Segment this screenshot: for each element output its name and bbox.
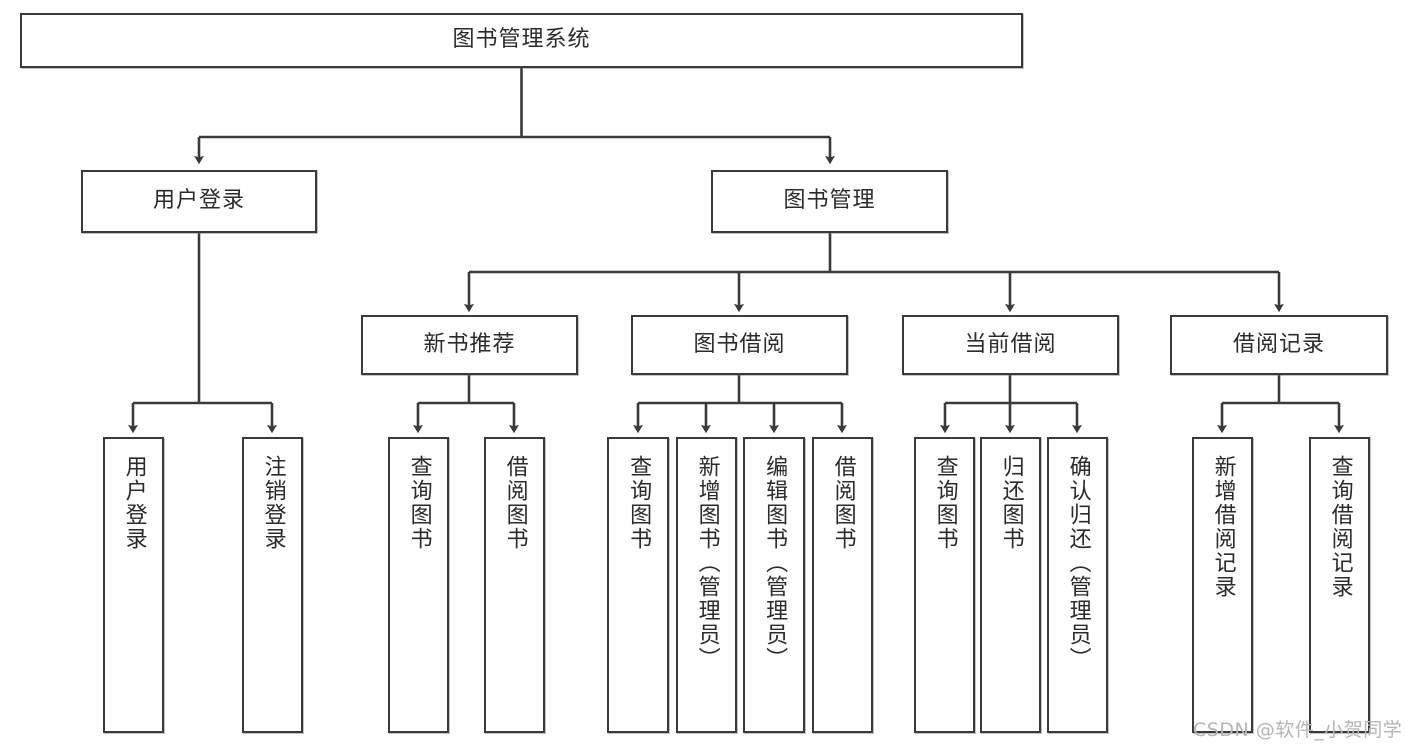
node-leaf-user-login[interactable]: 用户登录 [103, 437, 164, 733]
node-current-borrow[interactable]: 当前借阅 [902, 315, 1119, 375]
node-leaf-confirm-return-label: 确认归还（管理员） [1065, 455, 1091, 671]
node-leaf-logout-label: 注销登录 [260, 455, 286, 551]
node-leaf-borrow-book-1[interactable]: 借阅图书 [484, 437, 545, 733]
node-leaf-edit-book-label: 编辑图书（管理员） [762, 455, 788, 671]
node-root[interactable]: 图书管理系统 [20, 13, 1023, 68]
node-borrow-record[interactable]: 借阅记录 [1170, 315, 1388, 375]
node-leaf-query-book-1[interactable]: 查询图书 [388, 437, 449, 733]
node-leaf-query-book-2[interactable]: 查询图书 [607, 437, 669, 733]
node-leaf-query-book-2-label: 查询图书 [626, 455, 652, 551]
node-user-login-label: 用户登录 [152, 188, 245, 214]
node-leaf-edit-book[interactable]: 编辑图书（管理员） [743, 437, 805, 733]
node-leaf-query-record-label: 查询借阅记录 [1327, 455, 1353, 599]
node-borrow-record-label: 借阅记录 [1232, 331, 1325, 357]
node-leaf-add-record[interactable]: 新增借阅记录 [1192, 437, 1253, 733]
node-leaf-return-book[interactable]: 归还图书 [980, 437, 1041, 733]
node-leaf-query-book-3-label: 查询图书 [932, 455, 958, 551]
node-leaf-confirm-return[interactable]: 确认归还（管理员） [1047, 437, 1108, 733]
node-user-login[interactable]: 用户登录 [81, 170, 317, 233]
node-leaf-add-book-label: 新增图书（管理员） [694, 455, 720, 671]
node-leaf-query-record[interactable]: 查询借阅记录 [1309, 437, 1370, 733]
node-leaf-query-book-1-label: 查询图书 [406, 455, 432, 551]
node-leaf-logout[interactable]: 注销登录 [242, 437, 303, 733]
node-book-management[interactable]: 图书管理 [711, 170, 948, 233]
node-root-label: 图书管理系统 [452, 27, 591, 53]
node-leaf-borrow-book-2-label: 借阅图书 [830, 455, 856, 551]
node-leaf-add-record-label: 新增借阅记录 [1210, 455, 1236, 599]
node-book-borrow[interactable]: 图书借阅 [631, 315, 848, 375]
node-new-book-recommend-label: 新书推荐 [423, 331, 516, 357]
node-leaf-add-book[interactable]: 新增图书（管理员） [676, 437, 737, 733]
node-leaf-return-book-label: 归还图书 [998, 455, 1024, 551]
node-current-borrow-label: 当前借阅 [964, 331, 1057, 357]
watermark: CSDN @软件_小贺同学 [1193, 719, 1403, 741]
node-leaf-borrow-book-1-label: 借阅图书 [502, 455, 528, 551]
node-leaf-user-login-label: 用户登录 [121, 455, 147, 551]
node-new-book-recommend[interactable]: 新书推荐 [361, 315, 578, 375]
node-book-borrow-label: 图书借阅 [693, 331, 786, 357]
node-leaf-borrow-book-2[interactable]: 借阅图书 [812, 437, 873, 733]
node-book-management-label: 图书管理 [783, 188, 876, 214]
node-leaf-query-book-3[interactable]: 查询图书 [914, 437, 975, 733]
